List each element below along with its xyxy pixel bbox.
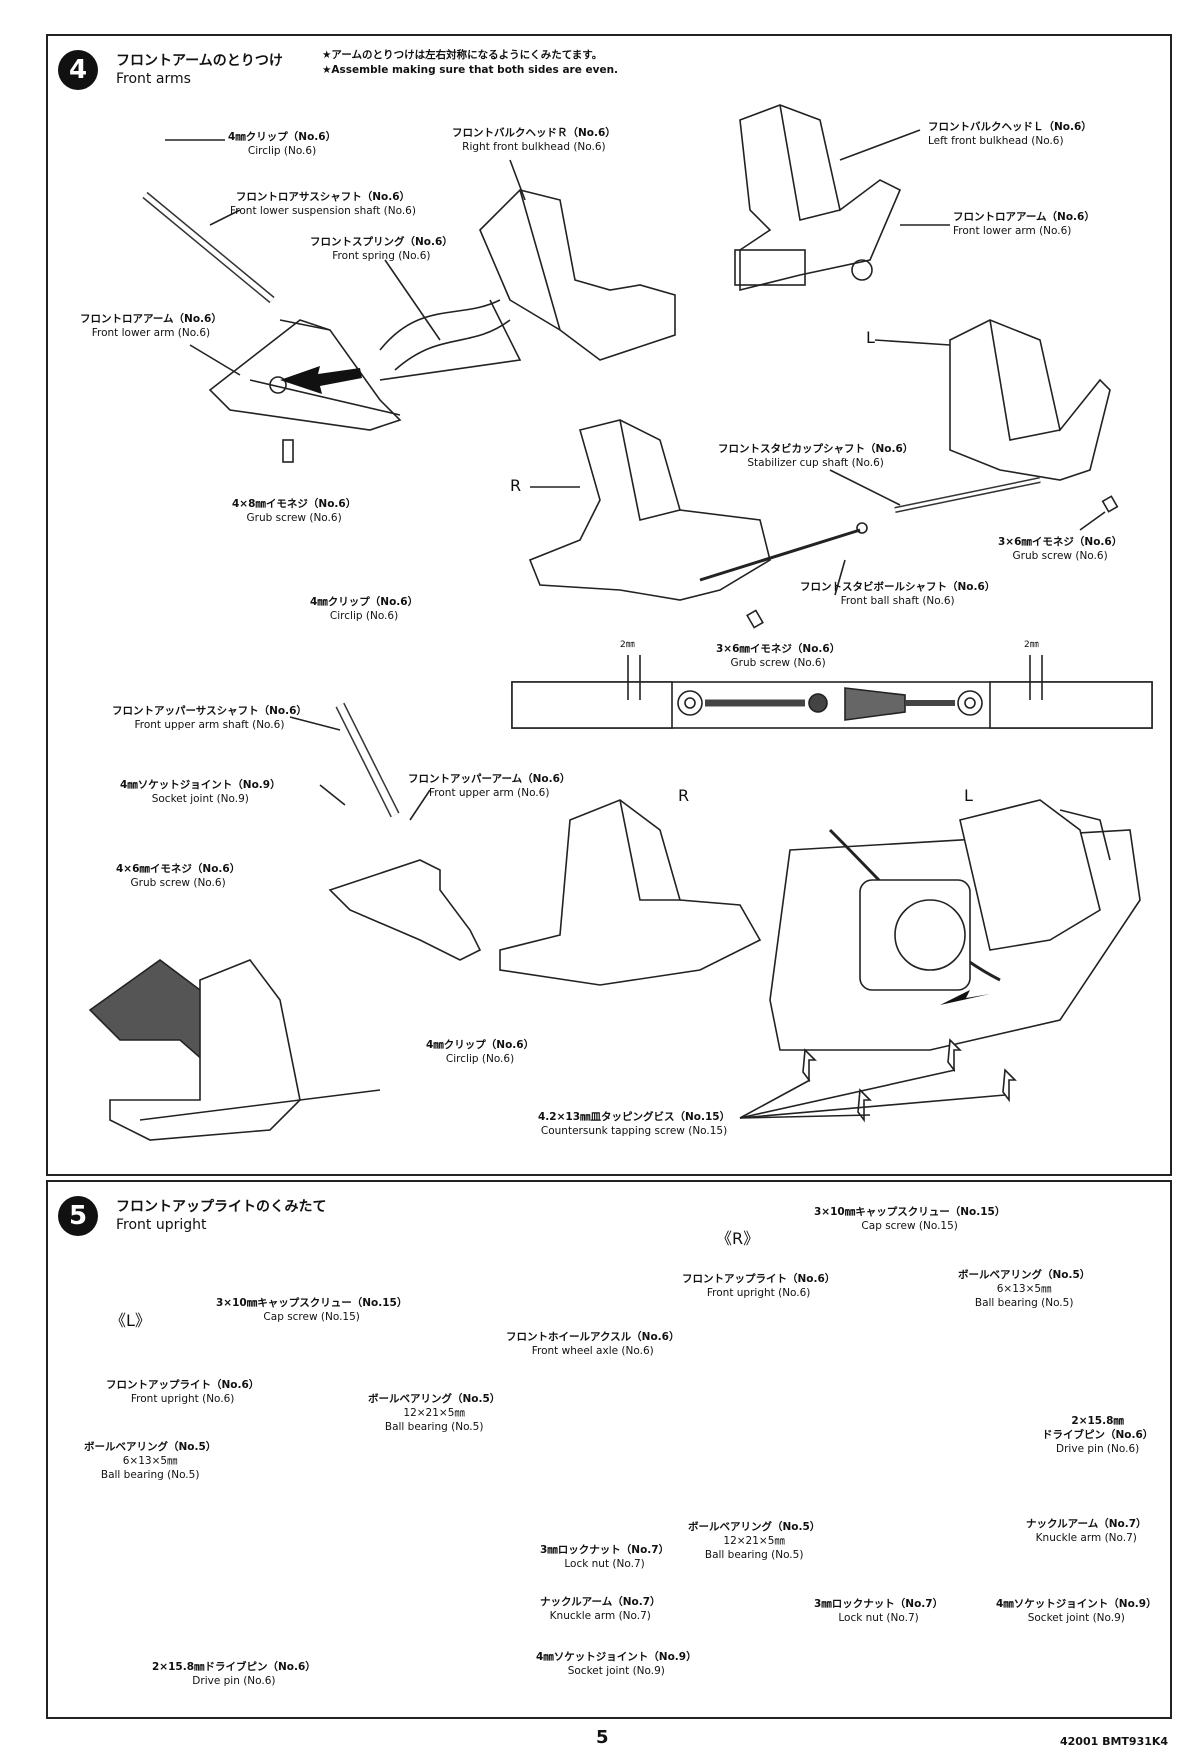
label-front-wheel-axle: フロントホイールアクスル（No.6）Front wheel axle (No.6… xyxy=(506,1331,680,1357)
label-knuckle-arm-r: ナックルアーム（No.7）Knuckle arm (No.7) xyxy=(1026,1518,1147,1544)
label-socket-joint-l: 4㎜ソケットジョイント（No.9）Socket joint (No.9) xyxy=(536,1651,697,1677)
label-socket-joint-r: 4㎜ソケットジョイント（No.9）Socket joint (No.9) xyxy=(996,1598,1157,1624)
note-en: ★Assemble making sure that both sides ar… xyxy=(322,64,619,76)
label-knuckle-arm-l: ナックルアーム（No.7）Knuckle arm (No.7) xyxy=(540,1596,661,1622)
label-upright-r: フロントアップライト（No.6）Front upright (No.6) xyxy=(682,1273,836,1299)
step-title: フロントアップライトのくみたて Front upright xyxy=(116,1198,327,1234)
assembly-note: ★アームのとりつけは左右対称になるようにくみたてます。 ★Assemble ma… xyxy=(322,48,618,78)
label-circlip-c: 4㎜クリップ（No.6）Circlip (No.6) xyxy=(426,1039,535,1065)
step-title-en: Front upright xyxy=(116,1217,207,1233)
label-tapping-screw: 4.2×13㎜皿タッピングビス（No.15）Countersunk tappin… xyxy=(538,1111,731,1137)
side-label-r: 《R》 xyxy=(716,1229,760,1248)
side-mark-l-top: L xyxy=(866,328,875,347)
step5-panel xyxy=(46,1180,1172,1719)
label-cap-screw-l: 3×10㎜キャップスクリュー（No.15）Cap screw (No.15) xyxy=(216,1297,408,1323)
label-grub-3x6-b: 3×6㎜イモネジ（No.6）Grub screw (No.6) xyxy=(716,643,841,669)
label-lower-arm-a: フロントロアアーム（No.6）Front lower arm (No.6) xyxy=(80,313,222,339)
step-number-badge: 5 xyxy=(58,1196,98,1236)
label-grub-4x6: 4×6㎜イモネジ（No.6）Grub screw (No.6) xyxy=(116,863,241,889)
side-mark-r-top: R xyxy=(510,476,522,495)
side-mark-r-mid: R xyxy=(678,786,690,805)
step-title-en: Front arms xyxy=(116,71,191,87)
label-lock-nut-l: 3㎜ロックナット（No.7）Lock nut (No.7) xyxy=(540,1544,670,1570)
document-code: 42001 BMT931K4 xyxy=(1060,1735,1169,1748)
label-lower-arm-b: フロントロアアーム（No.6）Front lower arm (No.6) xyxy=(953,211,1095,237)
label-drive-pin-l: 2×15.8㎜ドライブピン（No.6）Drive pin (No.6) xyxy=(152,1661,316,1687)
label-front-spring: フロントスプリング（No.6）Front spring (No.6) xyxy=(310,236,453,262)
page-number: 5 xyxy=(596,1727,609,1748)
label-grub-3x6-a: 3×6㎜イモネジ（No.6）Grub screw (No.6) xyxy=(998,536,1123,562)
dimension-left: 2㎜ xyxy=(620,640,635,650)
label-left-bulkhead: フロントバルクヘッドＬ（No.6）Left front bulkhead (No… xyxy=(928,121,1092,147)
label-upright-l: フロントアップライト（No.6）Front upright (No.6) xyxy=(106,1379,260,1405)
label-circlip-b: 4㎜クリップ（No.6）Circlip (No.6) xyxy=(310,596,419,622)
label-cap-screw-r: 3×10㎜キャップスクリュー（No.15）Cap screw (No.15) xyxy=(814,1206,1006,1232)
label-upper-arm-shaft: フロントアッパーサスシャフト（No.6）Front upper arm shaf… xyxy=(112,705,307,731)
label-right-bulkhead: フロントバルクヘッドＲ（No.6）Right front bulkhead (N… xyxy=(452,127,616,153)
step-title: フロントアームのとりつけ Front arms xyxy=(116,52,283,88)
side-label-l: 《L》 xyxy=(110,1311,151,1330)
label-circlip-a: 4㎜クリップ（No.6）Circlip (No.6) xyxy=(228,131,337,157)
label-front-ball-shaft: フロントスタビボールシャフト（No.6）Front ball shaft (No… xyxy=(800,581,996,607)
label-lock-nut-r: 3㎜ロックナット（No.7）Lock nut (No.7) xyxy=(814,1598,944,1624)
note-jp: ★アームのとりつけは左右対称になるようにくみたてます。 xyxy=(322,49,603,61)
label-socket-joint: 4㎜ソケットジョイント（No.9）Socket joint (No.9) xyxy=(120,779,281,805)
step-title-jp: フロントアップライトのくみたて xyxy=(116,1199,327,1215)
label-grub-4x8: 4×8㎜イモネジ（No.6）Grub screw (No.6) xyxy=(232,498,357,524)
label-lower-shaft: フロントロアサスシャフト（No.6）Front lower suspension… xyxy=(230,191,416,217)
label-stab-cup-shaft: フロントスタビカップシャフト（No.6）Stabilizer cup shaft… xyxy=(718,443,914,469)
side-mark-l-mid: L xyxy=(964,786,973,805)
label-upper-arm: フロントアッパーアーム（No.6）Front upper arm (No.6) xyxy=(408,773,571,799)
dimension-right: 2㎜ xyxy=(1024,640,1039,650)
step-title-jp: フロントアームのとりつけ xyxy=(116,53,283,69)
step-number-badge: 4 xyxy=(58,50,98,90)
